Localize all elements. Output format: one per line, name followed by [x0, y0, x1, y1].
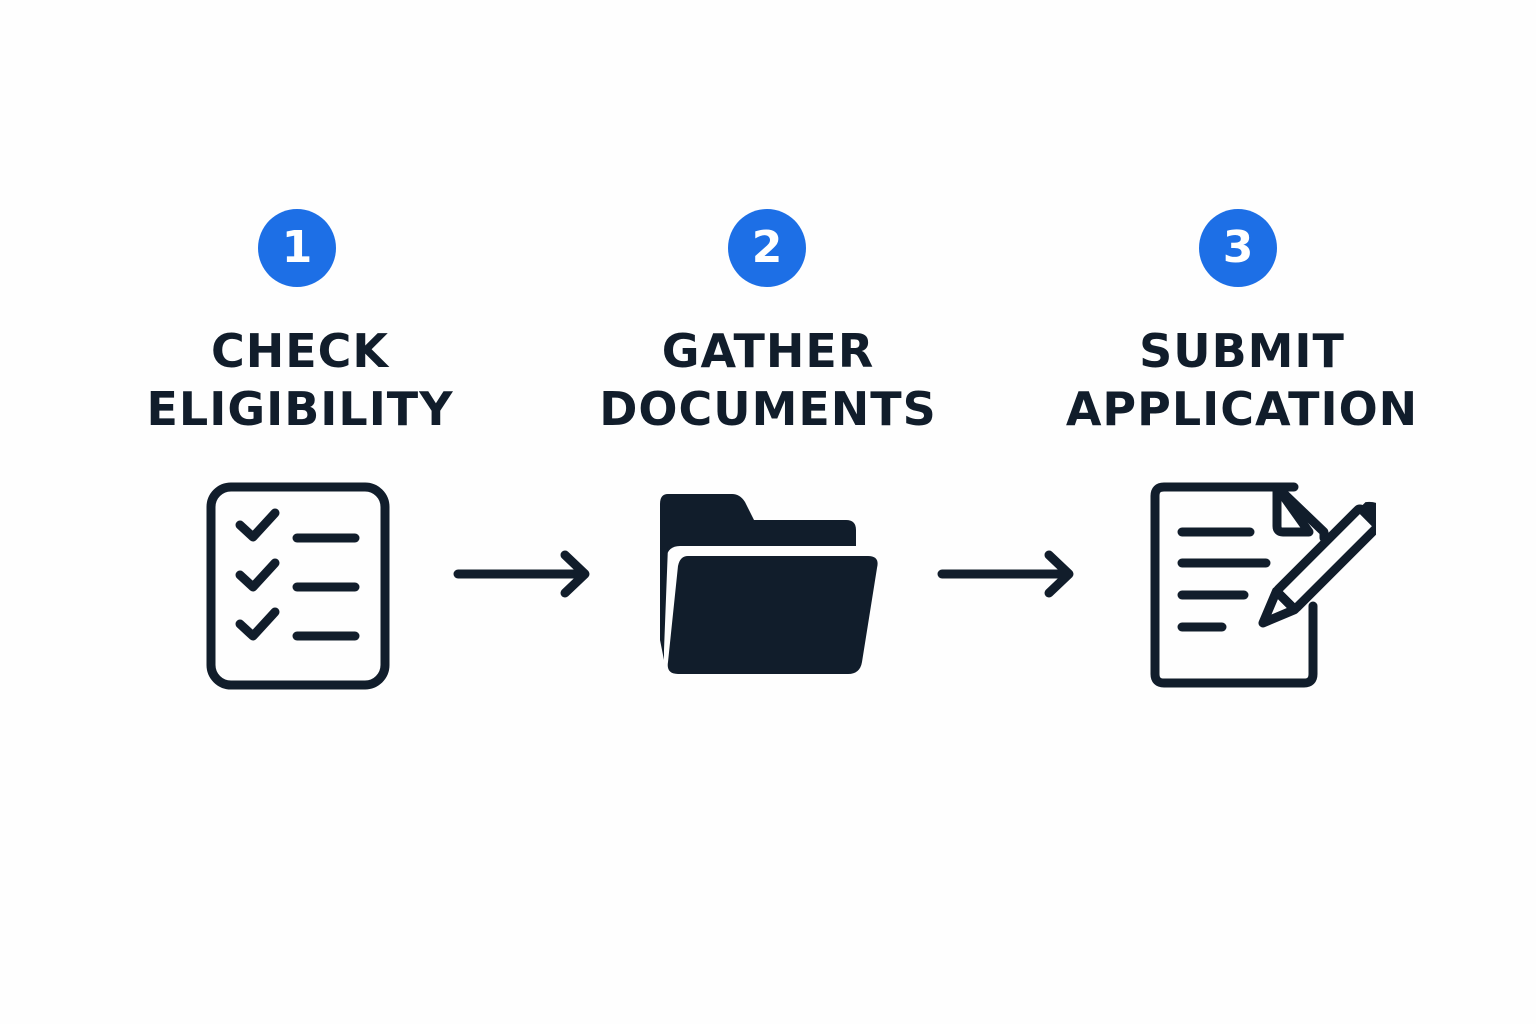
step-2-title-line-2: DOCUMENTS — [599, 382, 937, 436]
step-1-title-line-2: ELIGIBILITY — [146, 382, 454, 436]
arrow-right-icon — [937, 550, 1074, 598]
step-2-title: GATHER DOCUMENTS — [558, 322, 978, 438]
step-3-number-badge: 3 — [1199, 209, 1277, 287]
document-pen-icon — [1150, 482, 1376, 688]
step-2-title-line-1: GATHER — [661, 324, 875, 378]
step-1-number-badge: 1 — [258, 209, 336, 287]
step-3-title-line-2: APPLICATION — [1065, 382, 1419, 436]
step-3-title: SUBMIT APPLICATION — [1032, 322, 1452, 438]
step-3-title-line-1: SUBMIT — [1139, 324, 1345, 378]
checklist-icon — [206, 482, 390, 690]
step-1-title: CHECK ELIGIBILITY — [90, 322, 510, 438]
folder-icon — [660, 494, 878, 674]
arrow-right-icon — [453, 550, 590, 598]
step-1-title-line-1: CHECK — [210, 324, 390, 378]
step-2-number-badge: 2 — [728, 209, 806, 287]
